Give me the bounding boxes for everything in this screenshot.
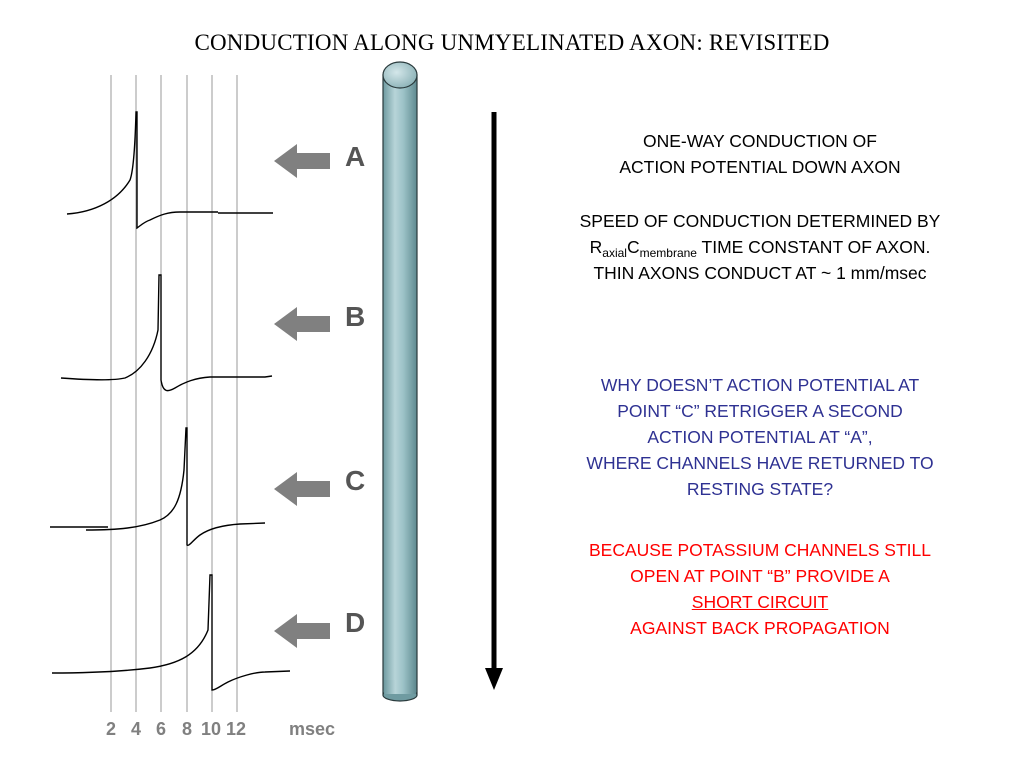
point-marker-c: C xyxy=(274,465,365,506)
symbol-r: R xyxy=(589,237,603,257)
time-constant-line: RaxialCmembrane TIME CONSTANT OF AXON. xyxy=(500,234,1020,260)
text-fragment: TIME CONSTANT OF AXON. xyxy=(696,237,931,257)
point-marker-a: A xyxy=(274,141,365,178)
tick-label: 12 xyxy=(226,719,246,739)
point-marker-b: B xyxy=(274,301,365,341)
text-line: THIN AXONS CONDUCT AT ~ 1 mm/msec xyxy=(593,263,927,283)
text-line: OPEN AT POINT “B” PROVIDE A xyxy=(630,566,890,586)
short-circuit-emphasis: SHORT CIRCUIT xyxy=(691,592,829,612)
action-potential-traces xyxy=(50,111,291,691)
axon-cylinder xyxy=(382,61,418,702)
question-text: WHY DOESN’T ACTION POTENTIAL AT POINT “C… xyxy=(520,372,1000,502)
text-line: ACTION POTENTIAL DOWN AXON xyxy=(619,157,901,177)
action-potential-trace xyxy=(66,111,273,230)
down-arrow-icon xyxy=(485,668,503,690)
point-label-b: B xyxy=(345,301,365,332)
point-label-d: D xyxy=(345,607,365,638)
point-label-c: C xyxy=(345,465,365,496)
left-arrow-icon xyxy=(274,307,330,341)
text-line: ACTION POTENTIAL AT “A”, xyxy=(647,427,873,447)
tick-label: 4 xyxy=(131,719,141,739)
symbol-c: C xyxy=(626,237,640,257)
point-marker-d: D xyxy=(274,607,365,648)
left-arrow-icon xyxy=(274,614,330,648)
tick-label: 8 xyxy=(182,719,192,739)
time-unit-label: msec xyxy=(289,719,335,739)
action-potential-trace xyxy=(50,427,266,547)
left-arrow-icon xyxy=(274,144,330,178)
tick-label: 10 xyxy=(201,719,221,739)
text-line: SPEED OF CONDUCTION DETERMINED BY xyxy=(579,211,941,231)
action-potential-trace xyxy=(51,574,291,691)
left-arrow-icon xyxy=(274,472,330,506)
conduction-direction-arrow xyxy=(485,112,503,690)
conduction-speed-text: SPEED OF CONDUCTION DETERMINED BY Raxial… xyxy=(500,208,1020,286)
time-axis: 2 4 6 8 10 12 msec xyxy=(106,719,335,739)
text-line: POINT “C” RETRIGGER A SECOND xyxy=(617,401,903,421)
subscript-membrane: membrane xyxy=(639,246,697,260)
one-way-conduction-text: ONE-WAY CONDUCTION OF ACTION POTENTIAL D… xyxy=(520,128,1000,180)
text-line: BECAUSE POTASSIUM CHANNELS STILL xyxy=(589,540,931,560)
text-line: WHERE CHANNELS HAVE RETURNED TO xyxy=(586,453,934,473)
text-line: ONE-WAY CONDUCTION OF xyxy=(643,131,877,151)
answer-text: BECAUSE POTASSIUM CHANNELS STILL OPEN AT… xyxy=(520,537,1000,641)
slide-title: CONDUCTION ALONG UNMYELINATED AXON: REVI… xyxy=(194,30,830,55)
subscript-axial: axial xyxy=(602,246,627,260)
text-line: RESTING STATE? xyxy=(686,479,834,499)
tick-label: 2 xyxy=(106,719,116,739)
text-line: WHY DOESN’T ACTION POTENTIAL AT xyxy=(600,375,920,395)
action-potential-trace xyxy=(60,274,273,392)
point-label-a: A xyxy=(345,141,365,172)
time-gridlines xyxy=(110,75,238,712)
text-line: AGAINST BACK PROPAGATION xyxy=(630,618,890,638)
tick-label: 6 xyxy=(156,719,166,739)
